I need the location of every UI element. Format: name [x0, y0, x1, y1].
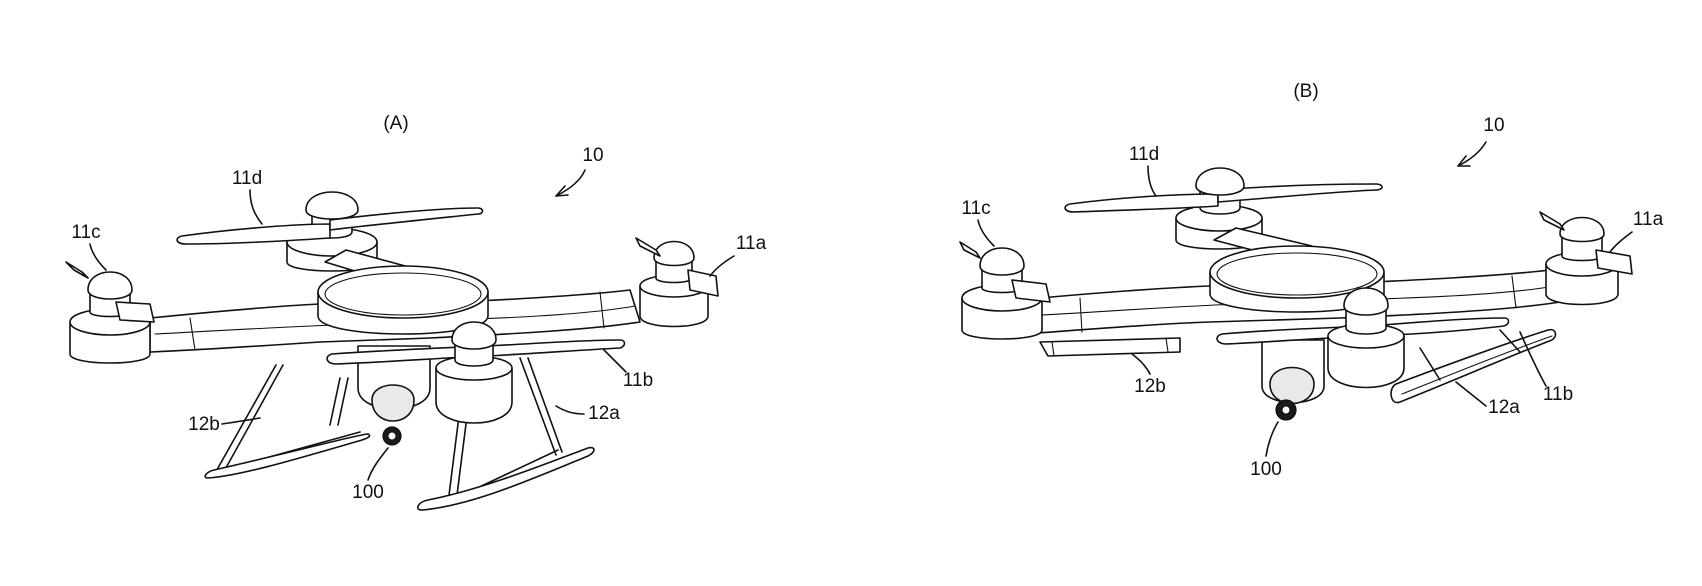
panel-b-label-11a: 11a: [1633, 209, 1664, 230]
panel-b-label-10: 10: [1483, 115, 1504, 136]
panel-b-landing-gear-12b: [1039, 337, 1181, 357]
panel-a-landing-gear-12a: [416, 357, 595, 511]
panel-a: (A): [65, 113, 767, 511]
panel-b-label-12a: 12a: [1488, 397, 1520, 418]
panel-b-rotor-11c: [959, 241, 1051, 340]
panel-a-label-12b: 12b: [188, 414, 220, 435]
panel-b-label-11c: 11c: [961, 198, 990, 219]
panel-b-label-12b: 12b: [1134, 376, 1166, 397]
panel-b-center-body: [1209, 227, 1385, 313]
panel-a-rotor-11b: [326, 321, 626, 424]
panel-a-label-11d: 11d: [232, 168, 262, 189]
panel-b-label-11b: 11b: [1543, 384, 1573, 405]
panel-b-landing-gear-12a: [1390, 328, 1557, 404]
panel-b: (B): [959, 81, 1664, 480]
panel-b-rotor-11a: [1539, 211, 1633, 306]
panel-a-landing-gear-12b: [204, 364, 371, 479]
panel-b-label-100: 100: [1250, 459, 1282, 480]
panel-a-rotor-11c: [65, 261, 155, 364]
panel-a-label-11a: 11a: [736, 233, 767, 254]
panel-b-callouts: 10 11d 11c 11a 11b 12a 12b 100: [961, 115, 1663, 480]
panel-a-center-body: [317, 249, 489, 335]
panel-a-callouts: 10 11d 11c 11a 11b 12a 12b 100: [71, 145, 766, 503]
panel-a-title: (A): [383, 113, 408, 134]
panel-a-label-11b: 11b: [623, 370, 653, 391]
panel-b-title: (B): [1293, 81, 1318, 102]
panel-a-rotor-11d: [176, 191, 484, 272]
panel-b-label-11d: 11d: [1129, 144, 1159, 165]
panel-b-rotor-11b: [1216, 287, 1510, 389]
panel-b-camera-100: [1261, 339, 1325, 421]
panel-b-rotor-11d: [1064, 167, 1383, 250]
panel-a-rotor-11a: [635, 237, 719, 328]
panel-a-label-11c: 11c: [71, 222, 100, 243]
panel-a-label-10: 10: [582, 145, 603, 166]
panel-a-label-100: 100: [352, 482, 384, 503]
panel-a-label-12a: 12a: [588, 403, 620, 424]
